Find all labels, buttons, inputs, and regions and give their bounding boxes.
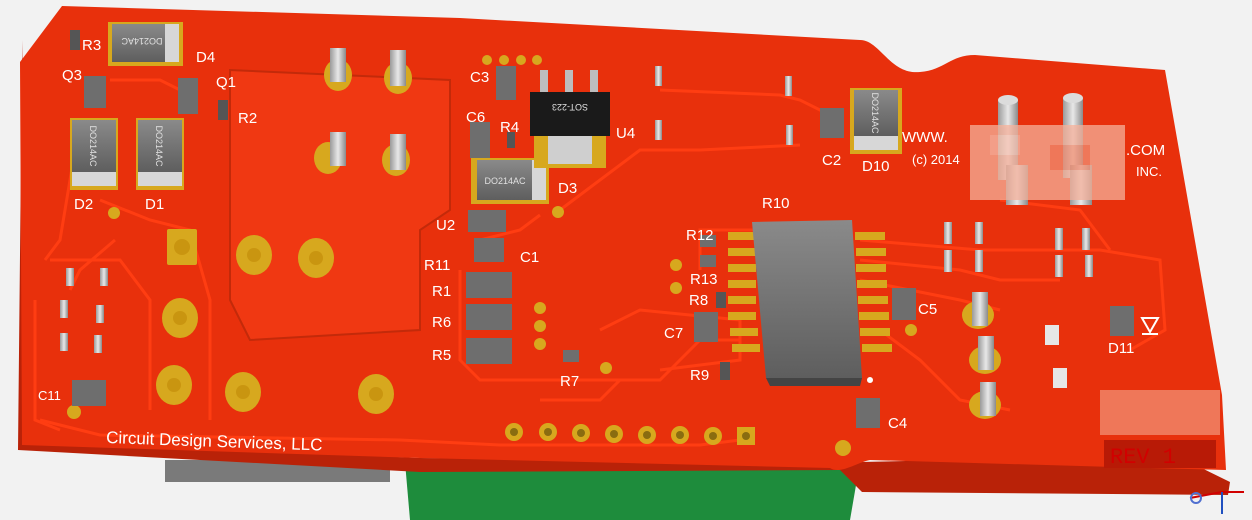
label-r12: R12 bbox=[686, 227, 714, 244]
label-c1: C1 bbox=[520, 249, 539, 266]
svg-text:DO214AC: DO214AC bbox=[484, 176, 526, 186]
pcb-edge bbox=[18, 40, 1230, 495]
label-d4: D4 bbox=[196, 49, 215, 66]
diode-d2: DO214AC bbox=[70, 118, 118, 190]
inc-text: INC. bbox=[1136, 164, 1162, 179]
label-r5: R5 bbox=[432, 347, 451, 364]
label-r3: R3 bbox=[82, 37, 101, 54]
diode-d1: DO214AC bbox=[136, 118, 184, 190]
label-r8: R8 bbox=[689, 292, 708, 309]
u4-header-pads bbox=[482, 55, 542, 65]
edge-connector-pads bbox=[67, 206, 917, 456]
svg-text:DO214AC: DO214AC bbox=[88, 125, 98, 167]
label-c4: C4 bbox=[888, 415, 907, 432]
label-r10: R10 bbox=[762, 195, 790, 212]
label-r11: R11 bbox=[424, 257, 450, 274]
regulator-u4: SOT-223 bbox=[530, 70, 610, 168]
silkscreen-labels: R3 D4 Q3 Q1 R2 D2 D1 C3 C6 R4 U4 D3 U2 C… bbox=[38, 37, 1165, 455]
ic-main bbox=[728, 220, 892, 386]
label-c2: C2 bbox=[822, 152, 841, 169]
svg-text:SOT-223: SOT-223 bbox=[552, 102, 588, 112]
label-r9: R9 bbox=[690, 367, 709, 384]
diode-d10: DO214AC bbox=[850, 88, 902, 154]
svg-text:DO214AC: DO214AC bbox=[870, 92, 880, 134]
label-r13: R13 bbox=[690, 271, 718, 288]
axis-gizmo-icon bbox=[1189, 491, 1244, 514]
label-r2: R2 bbox=[238, 110, 257, 127]
obscured-logo bbox=[970, 125, 1220, 435]
large-pads bbox=[156, 229, 394, 414]
website-suffix: .COM bbox=[1126, 142, 1165, 159]
diode-d4: DO214AC bbox=[108, 22, 183, 66]
website-prefix: WWW. bbox=[902, 129, 948, 146]
label-r6: R6 bbox=[432, 314, 451, 331]
smd-components bbox=[70, 30, 1134, 428]
diode-symbol-d11 bbox=[1140, 317, 1160, 335]
label-q3: Q3 bbox=[62, 67, 82, 84]
label-r4: R4 bbox=[500, 119, 519, 136]
label-c3: C3 bbox=[470, 69, 489, 86]
svg-text:DO214AC: DO214AC bbox=[121, 36, 163, 46]
label-r7: R7 bbox=[560, 373, 579, 390]
label-d11: D11 bbox=[1108, 340, 1134, 357]
label-c5: C5 bbox=[918, 301, 937, 318]
label-c11: C11 bbox=[38, 388, 61, 403]
label-d2: D2 bbox=[74, 196, 93, 213]
label-c7: C7 bbox=[664, 325, 683, 342]
label-u2: U2 bbox=[436, 217, 455, 234]
label-u4: U4 bbox=[616, 125, 635, 142]
svg-text:DO214AC: DO214AC bbox=[154, 125, 164, 167]
label-d3: D3 bbox=[558, 180, 577, 197]
label-c6: C6 bbox=[466, 109, 485, 126]
pcb-board bbox=[20, 6, 1226, 471]
label-r1: R1 bbox=[432, 283, 451, 300]
label-d10: D10 bbox=[862, 158, 890, 175]
revision-label: REV 1 bbox=[1110, 445, 1176, 470]
pin-headers bbox=[60, 66, 1093, 388]
revision-box: REV 1 bbox=[1104, 440, 1216, 470]
label-d1: D1 bbox=[145, 196, 164, 213]
label-q1: Q1 bbox=[216, 74, 236, 91]
copyright: (c) 2014 bbox=[912, 152, 960, 167]
